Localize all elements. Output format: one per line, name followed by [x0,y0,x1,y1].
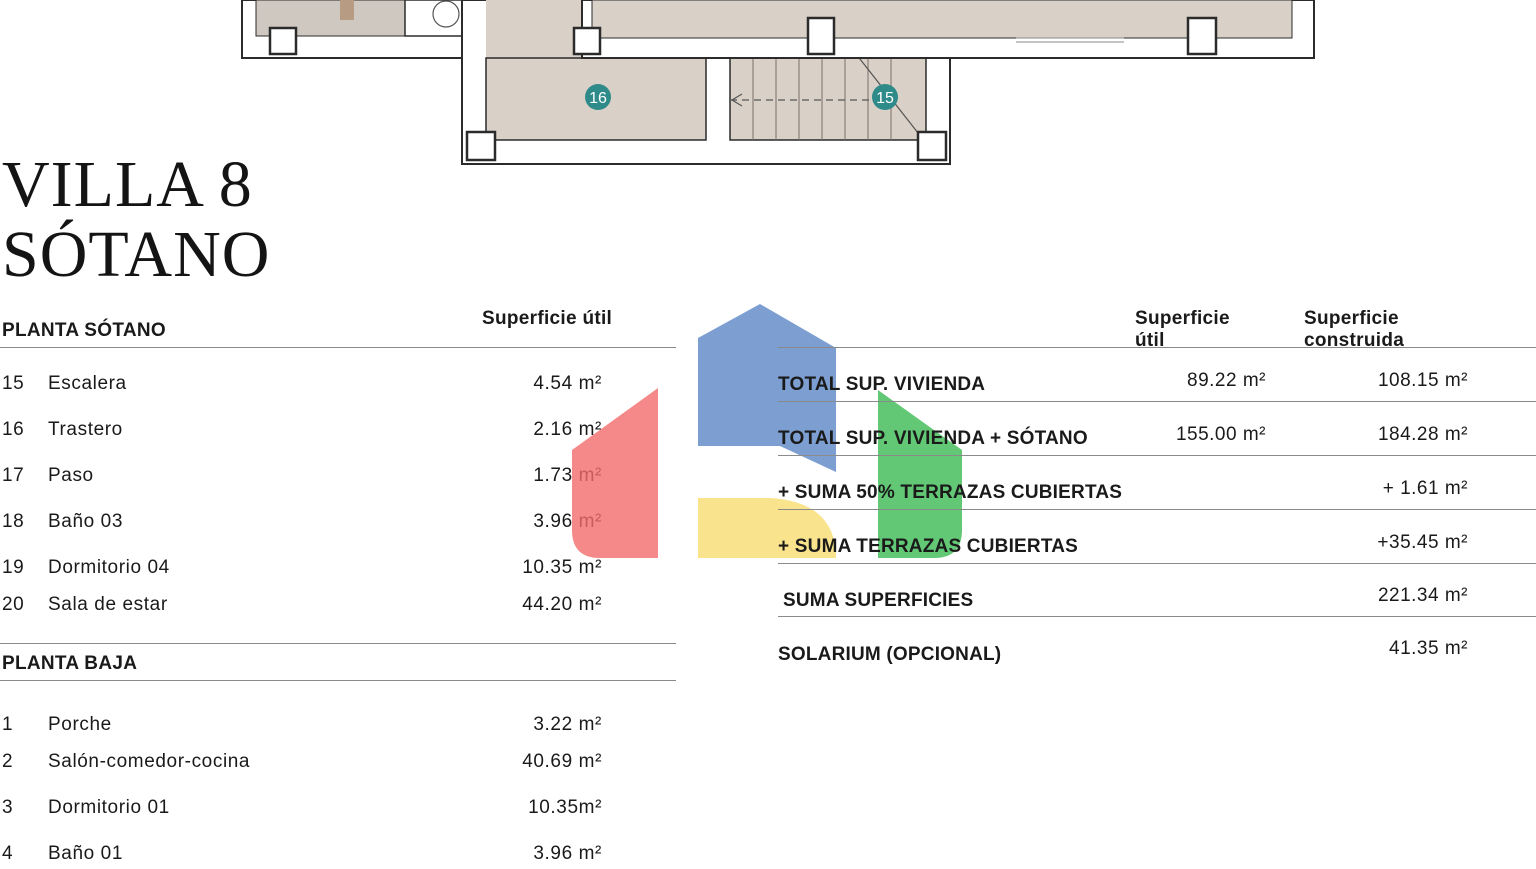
room-name: Trastero [48,419,123,440]
summary-label: TOTAL SUP. VIVIENDA + SÓTANO [778,428,1088,449]
divider [778,509,1536,510]
room-number: 18 [2,511,25,532]
section-planta-baja: PLANTA BAJA [2,653,138,674]
table-row: 15 Escalera 4.54 m² [0,373,620,399]
room-number: 19 [2,557,25,578]
room-number: 15 [2,373,25,394]
room-area: 40.69 m² [522,751,602,772]
column-header-construida: Superficie construida [1304,308,1405,351]
column-header-util: Superficie útil [1135,308,1230,351]
room-area: 10.35m² [528,797,602,818]
table-row: 2 Salón-comedor-cocina 40.69 m² [0,751,620,777]
divider [778,347,1536,348]
summary-row: TOTAL SUP. VIVIENDA + SÓTANO 155.00 m² 1… [778,402,1536,456]
room-name: Escalera [48,373,127,394]
room-number: 20 [2,594,25,615]
summary-util: 89.22 m² [1187,370,1266,391]
summary-label: TOTAL SUP. VIVIENDA [778,374,986,395]
room-badge-16 [585,84,611,110]
summary-construida: 221.34 m² [1377,585,1468,606]
divider [0,347,676,348]
room-name: Dormitorio 04 [48,557,170,578]
divider [0,680,676,681]
floor-plan: 16 15 [241,0,1315,165]
table-row: 1 Porche 3.22 m² [0,714,620,740]
room-area: 4.54 m² [533,373,602,394]
section-planta-sotano: PLANTA SÓTANO [2,320,166,341]
room-badge-15 [872,84,898,110]
summary-label: + SUMA 50% TERRAZAS CUBIERTAS [778,482,1123,503]
room-name: Baño 01 [48,843,123,864]
table-row: 3 Dormitorio 01 10.35m² [0,797,620,823]
summary-label: SUMA SUPERFICIES [783,590,974,611]
summary-row: SUMA SUPERFICIES 221.34 m² [778,563,1536,617]
title-villa: VILLA 8 [2,148,253,221]
table-row: 16 Trastero 2.16 m² [0,419,620,445]
room-name: Baño 03 [48,511,123,532]
room-name: Salón-comedor-cocina [48,751,251,772]
table-row: 18 Baño 03 3.96 m² [0,511,620,537]
room-area: 3.22 m² [533,714,602,735]
summary-construida: 41.35 m² [1389,638,1468,659]
table-row: 4 Baño 01 3.96 m² [0,843,620,869]
summary-label: SOLARIUM (OPCIONAL) [778,644,1002,665]
summary-row: + SUMA 50% TERRAZAS CUBIERTAS + 1.61 m² [778,456,1536,510]
divider [778,563,1536,564]
room-area: 10.35 m² [522,557,602,578]
divider [0,643,676,644]
room-name: Sala de estar [48,594,168,615]
room-number: 17 [2,465,25,486]
room-name: Paso [48,465,94,486]
summary-label: + SUMA TERRAZAS CUBIERTAS [778,536,1079,557]
summary-row: TOTAL SUP. VIVIENDA 89.22 m² 108.15 m² [778,348,1536,402]
title-floor: SÓTANO [2,218,271,291]
room-area: 2.16 m² [533,419,602,440]
room-name: Porche [48,714,112,735]
summary-construida: + 1.61 m² [1382,478,1468,499]
watermark-logo-icon [572,304,962,558]
summary-util: 155.00 m² [1175,424,1266,445]
room-area: 3.96 m² [533,843,602,864]
room-number: 4 [2,843,14,864]
summary-construida: 108.15 m² [1377,370,1468,391]
room-number: 3 [2,797,14,818]
room-badge-15-label: 15 [876,90,894,107]
divider [778,616,1536,617]
room-area: 44.20 m² [522,594,602,615]
summary-construida: 184.28 m² [1377,424,1468,445]
summary-construida: +35.45 m² [1377,532,1468,553]
summary-row: + SUMA TERRAZAS CUBIERTAS +35.45 m² [778,510,1536,564]
room-number: 2 [2,751,14,772]
room-number: 1 [2,714,14,735]
table-row: 17 Paso 1.73 m² [0,465,620,491]
room-badge-16-label: 16 [589,90,607,107]
column-header-util: Superficie útil [482,308,613,329]
page-title: VILLA 8 SÓTANO [2,150,270,290]
divider [778,455,1536,456]
summary-row: SOLARIUM (OPCIONAL) 41.35 m² [778,617,1536,671]
table-row: 20 Sala de estar 44.20 m² [0,594,620,620]
room-number: 16 [2,419,25,440]
room-name: Dormitorio 01 [48,797,170,818]
divider [778,401,1536,402]
table-row: 19 Dormitorio 04 10.35 m² [0,557,620,583]
